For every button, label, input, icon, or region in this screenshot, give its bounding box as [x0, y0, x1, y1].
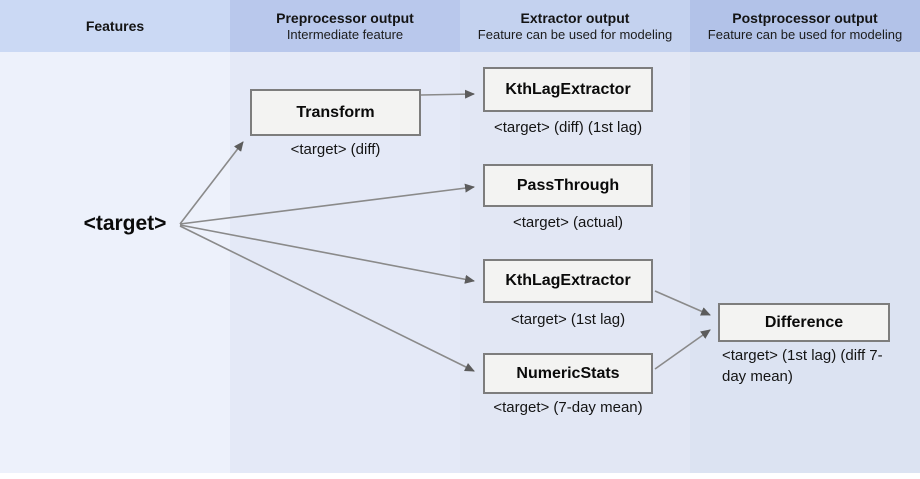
- node-numericstats: NumericStats: [483, 353, 653, 394]
- column-title: Extractor output: [520, 9, 630, 26]
- column-subtitle: Intermediate feature: [286, 26, 404, 42]
- column-subtitle: Feature can be used for modeling: [707, 26, 903, 42]
- node-title: NumericStats: [516, 364, 620, 382]
- node-caption-difference: <target> (1st lag) (diff 7-day mean): [722, 347, 883, 385]
- node-kthlagextractor-1: KthLagExtractor: [483, 67, 653, 112]
- column-body-postprocessor: [690, 52, 920, 473]
- node-transform: Transform: [250, 89, 421, 136]
- node-title: KthLagExtractor: [505, 272, 631, 289]
- node-passthrough: PassThrough: [483, 164, 653, 207]
- column-header-postprocessor: Postprocessor output Feature can be used…: [690, 0, 920, 52]
- node-title: KthLagExtractor: [505, 80, 631, 98]
- node-title: Transform: [296, 103, 375, 121]
- column-header-features: Features: [0, 0, 230, 52]
- column-body-features: [0, 52, 230, 473]
- column-subtitle: Feature can be used for modeling: [477, 26, 673, 42]
- column-header-extractor: Extractor output Feature can be used for…: [460, 0, 690, 52]
- node-title: Difference: [764, 313, 844, 331]
- node-kthlagextractor-2: KthLagExtractor: [483, 259, 653, 303]
- column-header-preprocessor: Preprocessor output Intermediate feature: [230, 0, 460, 52]
- node-caption-kthlagextractor-2: <target> (1st lag): [510, 311, 626, 328]
- column-title: Preprocessor output: [276, 9, 414, 26]
- column-title: Postprocessor output: [732, 9, 878, 26]
- target-label: <target>: [83, 212, 167, 235]
- node-caption-kthlagextractor-1: <target> (diff) (1st lag): [493, 119, 643, 136]
- node-caption-numericstats: <target> (7-day mean): [493, 399, 643, 416]
- node-difference: Difference: [718, 303, 890, 342]
- column-title: Features: [85, 17, 145, 34]
- node-title: PassThrough: [516, 176, 620, 194]
- node-caption-passthrough: <target> (actual): [512, 214, 624, 231]
- node-caption-transform: <target> (diff): [290, 141, 381, 158]
